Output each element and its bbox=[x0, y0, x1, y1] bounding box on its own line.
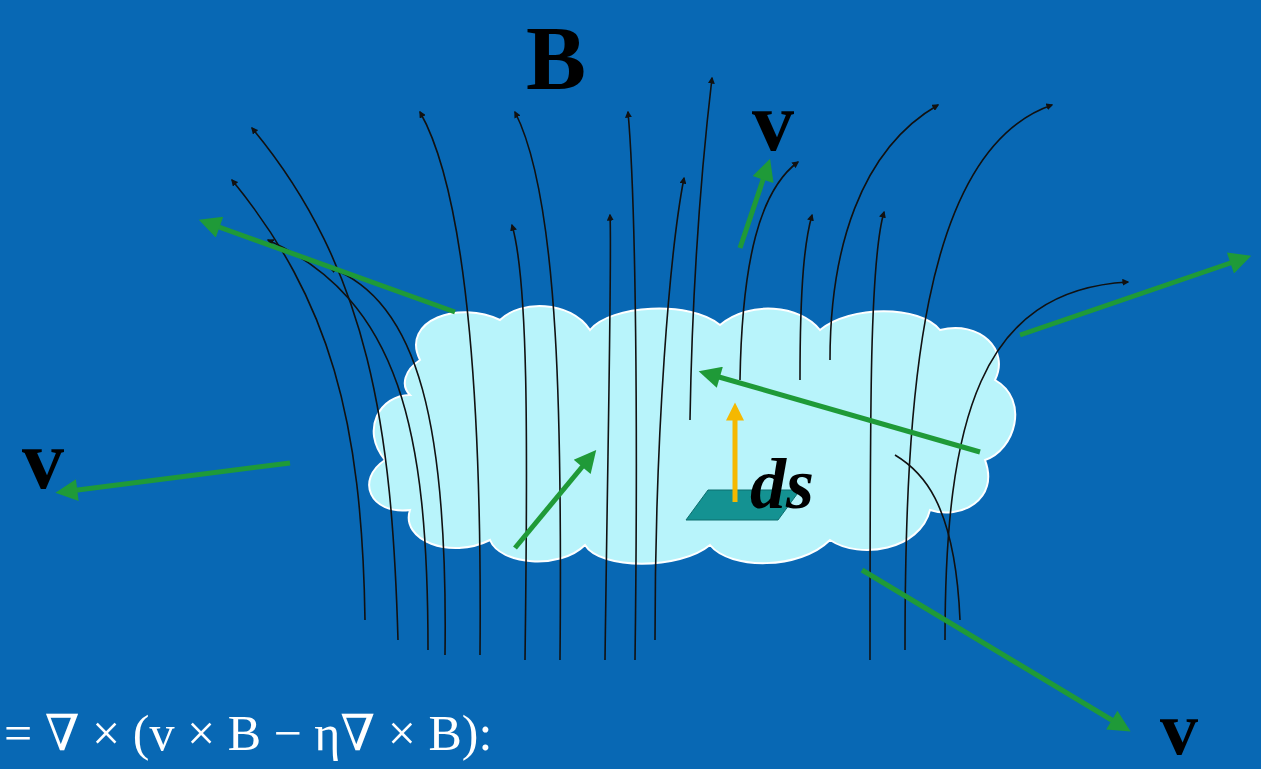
normal-arrow bbox=[733, 408, 738, 502]
velocity-symbol: v bbox=[22, 418, 64, 502]
velocity-symbol: v bbox=[1160, 690, 1198, 766]
field-lines bbox=[232, 78, 1128, 660]
field-symbol: B bbox=[526, 14, 586, 104]
induction-equation: = ∇ × (v × B − η∇ × B): bbox=[4, 708, 492, 758]
surface-element-label: ds bbox=[750, 448, 814, 520]
velocity-symbol: v bbox=[752, 80, 794, 164]
velocity-arrows bbox=[62, 165, 1245, 728]
